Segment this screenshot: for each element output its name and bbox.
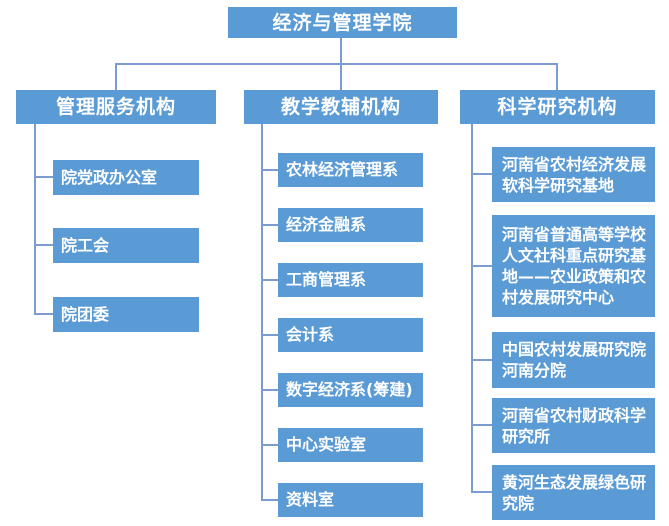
branch-header-management: 管理服务机构 [16,90,216,124]
root-node: 经济与管理学院 [228,7,457,38]
connector [261,444,278,446]
org-node: 经济金融系 [278,208,423,242]
branch-header-teaching: 教学教辅机构 [244,90,438,124]
org-node: 中国农村发展研究院河南分院 [492,332,655,388]
org-node: 会计系 [278,318,423,352]
org-node: 数字经济系(筹建) [278,373,423,407]
org-node: 工商管理系 [278,263,423,297]
org-node: 资料室 [278,483,423,517]
org-node: 农林经济管理系 [278,153,423,187]
org-node: 河南省农村财政科学研究所 [492,398,655,453]
connector [261,279,278,281]
connector [115,63,117,90]
connector [261,124,263,501]
org-node: 河南省普通高等学校人文社科重点研究基地——农业政策和农村发展研究中心 [492,215,655,317]
org-node: 院工会 [53,228,199,263]
connector [261,224,278,226]
org-node: 河南省农村经济发展软科学研究基地 [492,147,655,202]
connector [261,499,278,501]
connector [471,424,492,426]
connector [556,63,558,90]
connector [34,244,53,246]
connector [261,389,278,391]
connector [471,173,492,175]
connector [471,359,492,361]
org-node: 院党政办公室 [53,160,199,195]
connector [261,169,278,171]
connector [471,265,492,267]
org-node: 院团委 [53,297,199,332]
connector [34,313,53,315]
org-node: 黄河生态发展绿色研究院 [492,465,655,520]
org-node: 中心实验室 [278,428,423,462]
connector [34,124,36,315]
connector [471,124,473,493]
connector [115,63,558,65]
connector [34,176,53,178]
branch-header-research: 科学研究机构 [460,90,655,124]
connector [261,334,278,336]
connector [471,491,492,493]
